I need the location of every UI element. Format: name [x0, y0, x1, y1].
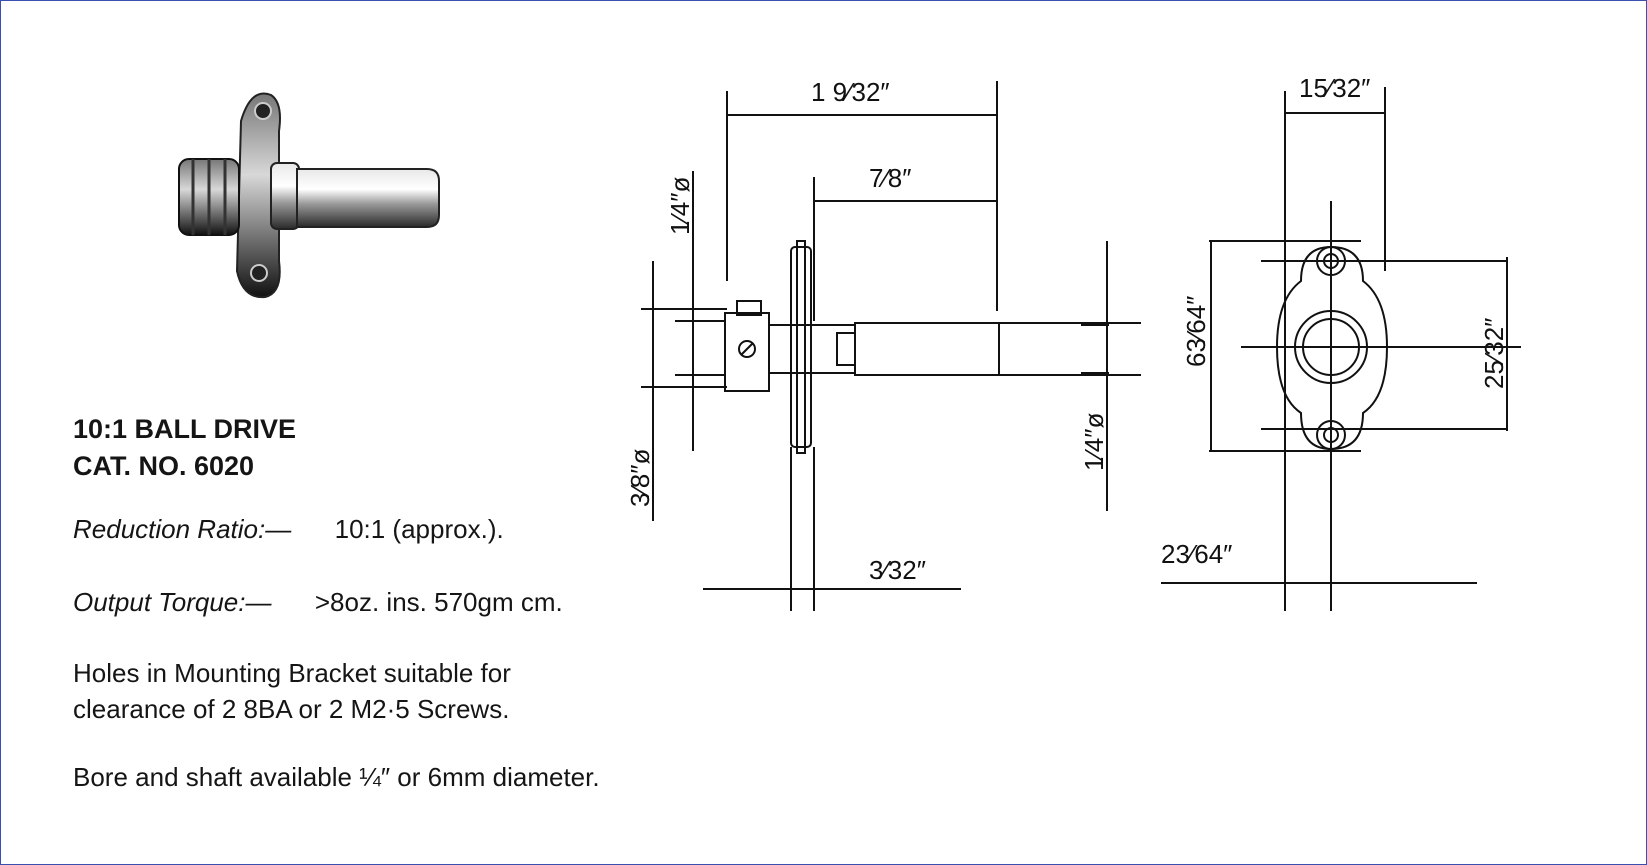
catalog-number: CAT. NO. 6020 [73, 451, 255, 481]
dim-shaft-dia-left: 3⁄8″ø [625, 449, 655, 507]
product-title: 10:1 BALL DRIVE [73, 414, 297, 444]
bore-shaft-line: Bore and shaft available ¼″ or 6mm diame… [73, 762, 600, 792]
output-torque-label: Output Torque:— [73, 587, 272, 617]
dimension-drawing: 1 9⁄32″ 7⁄8″ 1⁄4″ø 3⁄8″ø 1⁄4″ø 3⁄32″ 15⁄… [625, 73, 1521, 611]
reduction-ratio-value: 10:1 (approx.). [334, 514, 504, 544]
output-torque-row: Output Torque:— >8oz. ins. 570gm cm. [73, 584, 713, 620]
dim-bracket-width: 15⁄32″ [1299, 73, 1370, 103]
dim-overall-length: 1 9⁄32″ [811, 77, 890, 107]
dim-hole-offset: 23⁄64″ [1161, 539, 1232, 569]
dim-bracket-height: 63⁄64″ [1181, 296, 1211, 367]
dim-shaft-dia-right: 1⁄4″ø [1079, 413, 1109, 471]
holes-line-1: Holes in Mounting Bracket suitable for [73, 658, 511, 688]
dim-shaft-length: 7⁄8″ [869, 163, 911, 193]
product-photo [178, 92, 440, 299]
dim-bore-dia-top: 1⁄4″ø [665, 177, 695, 235]
spec-block: 10:1 BALL DRIVE CAT. NO. 6020 Reduction … [73, 411, 713, 795]
output-torque-value: >8oz. ins. 570gm cm. [314, 587, 563, 617]
reduction-ratio-label: Reduction Ratio:— [73, 514, 292, 544]
reduction-ratio-row: Reduction Ratio:— 10:1 (approx.). [73, 511, 713, 547]
dim-hole-spacing: 25⁄32″ [1479, 318, 1509, 389]
dim-flange-thickness: 3⁄32″ [869, 555, 926, 585]
holes-line-2: clearance of 2 8BA or 2 M2·5 Screws. [73, 694, 510, 724]
